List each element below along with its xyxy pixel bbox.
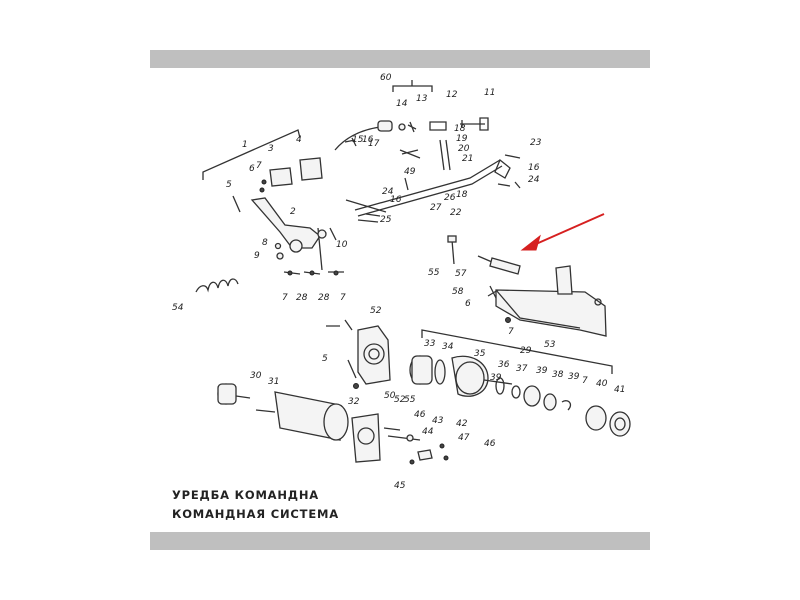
callout-6: 6 [465,299,471,309]
callout-7: 7 [340,293,346,303]
callout-24: 24 [382,187,394,197]
callout-60: 60 [380,73,392,83]
callout-30: 30 [250,371,262,381]
callout-23: 23 [530,138,542,148]
callout-53: 53 [544,340,556,350]
callout-7: 7 [582,376,588,386]
callout-11: 11 [484,88,495,98]
callout-13: 13 [416,94,428,104]
callout-5: 5 [226,180,232,190]
callout-28: 28 [318,293,330,303]
callout-4: 4 [296,135,302,145]
callout-32: 32 [348,397,360,407]
callout-54: 54 [172,303,184,313]
callout-7: 7 [282,293,288,303]
callout-24: 24 [528,175,540,185]
spring-54 [195,278,239,293]
callout-34: 34 [442,342,454,352]
callout-2: 2 [290,207,296,217]
callout-58: 58 [452,287,464,297]
callout-20: 20 [458,144,470,154]
callout-5: 5 [322,354,328,364]
spring-57 [447,235,521,275]
callout-8: 8 [262,238,268,248]
motor-32 [217,359,449,465]
callout-41: 41 [614,385,625,395]
top-linkage [334,117,489,151]
callout-10: 10 [336,240,348,250]
callout-22: 22 [450,208,462,218]
bottom-frame-band [150,532,650,550]
callout-49: 49 [404,167,416,177]
callout-3: 3 [268,144,274,154]
callout-50: 50 [384,391,396,401]
assembly-1-bracket [202,129,301,180]
callout-33: 33 [424,339,436,349]
callout-16: 16 [362,135,374,145]
callout-27: 27 [430,203,442,213]
callout-21: 21 [462,154,473,164]
callout-43: 43 [432,416,444,426]
callout-29: 29 [520,346,532,356]
red-pointer-arrow-icon [520,213,605,251]
callout-42: 42 [456,419,468,429]
callout-55: 55 [428,268,440,278]
callout-46: 46 [484,439,496,449]
callout-9: 9 [254,251,260,261]
callout-19: 19 [456,134,468,144]
long-rod [345,139,521,223]
callout-14: 14 [396,99,408,109]
callout-12: 12 [446,90,458,100]
callout-17: 17 [368,139,380,149]
callout-38: 38 [552,370,564,380]
callout-28: 28 [296,293,308,303]
callout-15: 15 [352,135,364,145]
callout-39: 39 [490,373,502,383]
pedal-lever [250,197,337,271]
top-frame-band [150,50,650,68]
callout-52: 52 [394,395,406,405]
caption-line-2: КОМАНДНАЯ СИСТЕМА [172,507,339,521]
pedal-pads [232,157,323,213]
callout-52: 52 [370,306,382,316]
callout-7: 7 [256,161,262,171]
callout-40: 40 [596,379,608,389]
callout-25: 25 [380,215,392,225]
callout-18: 18 [454,124,466,134]
callout-45: 45 [394,481,406,491]
callout-6: 6 [249,164,255,174]
callout-7: 7 [508,327,514,337]
callout-35: 35 [474,349,486,359]
callout-26: 26 [444,193,456,203]
small-hardware-left [274,242,344,276]
assembly-60-bracket [392,80,433,92]
callout-44: 44 [422,427,434,437]
shaft-assembly-29 [409,329,631,437]
callout-16: 16 [528,163,540,173]
callout-31: 31 [268,377,279,387]
callout-39: 39 [568,372,580,382]
callout-39: 39 [536,366,548,376]
caption-line-1: УРЕДБА КОМАНДНА [172,488,319,502]
callout-46: 46 [414,410,426,420]
callout-18: 18 [456,190,468,200]
callout-47: 47 [458,433,470,443]
bracket-53 [487,265,607,337]
callout-57: 57 [455,269,467,279]
callout-16: 16 [390,195,402,205]
callout-55: 55 [404,395,416,405]
callout-36: 36 [498,360,510,370]
mount-plate [326,319,391,385]
callout-1: 1 [242,140,248,150]
callout-37: 37 [516,364,528,374]
